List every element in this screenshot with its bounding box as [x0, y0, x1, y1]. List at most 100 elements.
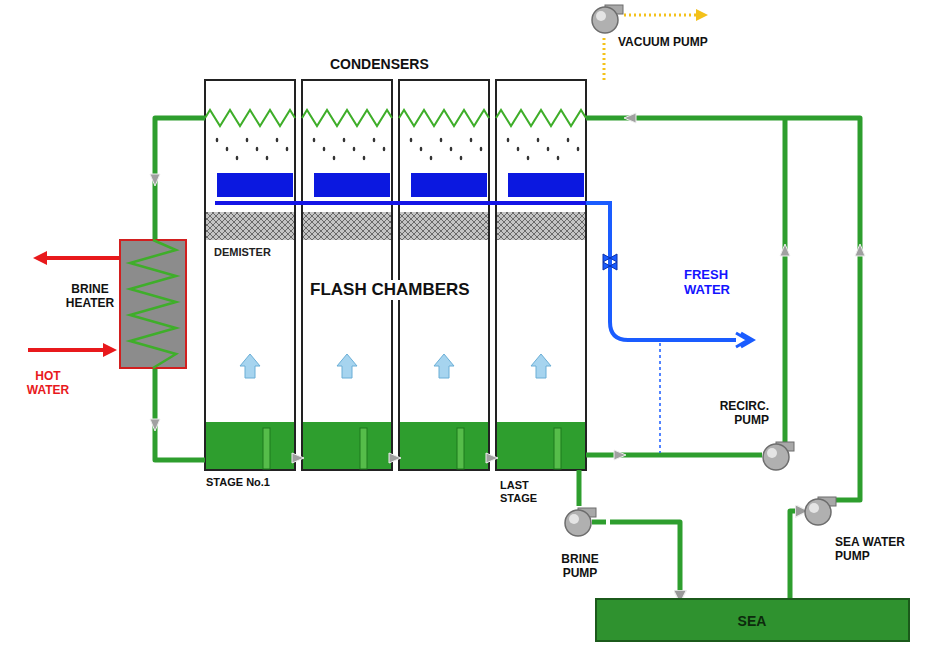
node-label: RECIRC. PUMP [695, 400, 769, 428]
condensate-drop [216, 138, 219, 142]
pump-highlight [596, 11, 606, 21]
pipe-connector [610, 522, 680, 598]
demister-pad [497, 212, 585, 240]
distillate-trough [314, 173, 390, 197]
vacuum-duct [603, 38, 606, 80]
distillate-trough [508, 173, 584, 197]
condensate-drop [323, 147, 326, 151]
pump-unit: SEA WATER PUMP [803, 495, 915, 573]
blowdown-pipe [577, 470, 582, 506]
pump-unit: BRINE PUMP [553, 505, 610, 593]
column-shell [302, 80, 392, 470]
pump-casing [805, 499, 831, 525]
stage-column [496, 80, 586, 470]
hot-water-in [28, 348, 110, 352]
pump-unit: RECIRC. PUMP [695, 398, 800, 474]
condensate-drop [460, 156, 463, 160]
vacuum-exhaust [624, 14, 702, 17]
brine-heater: BRINE HEATER [64, 238, 190, 372]
flow-arrows [150, 113, 865, 463]
condensate-drop [420, 147, 423, 151]
condensate-drop [507, 138, 510, 142]
part-label: DEMISTER [214, 246, 271, 259]
fresh-water-line [215, 203, 753, 453]
part-label: CONDENSERS [330, 56, 429, 72]
flow-arrow [780, 244, 790, 256]
condensate-drop [236, 156, 239, 160]
flow-arrow [614, 450, 626, 460]
sampling-line [659, 343, 661, 453]
condensate-drop [276, 138, 279, 142]
condenser-tube [302, 110, 392, 126]
recirc-pipe [586, 453, 762, 458]
distillate-trough [411, 173, 487, 197]
distillate-trough [217, 173, 293, 197]
pipe-connector [790, 511, 803, 598]
heater-body [120, 240, 186, 368]
flow-arrow [292, 453, 304, 463]
node-label: SEA WATER PUMP [835, 536, 913, 564]
condensate-drop [527, 156, 530, 160]
weir [360, 428, 367, 469]
condensate-drop [470, 138, 473, 142]
outflow-arrow [736, 333, 753, 347]
demister-pad [400, 212, 488, 240]
pump-unit: VACUUM PUMP [590, 3, 705, 53]
brine-pool [400, 422, 488, 469]
condensate-drop [567, 138, 570, 142]
node-label: BRINE HEATER [64, 283, 116, 311]
hot-water-out [40, 256, 119, 260]
brine-pipes [155, 118, 860, 522]
part-label: STAGE No.1 [206, 476, 270, 489]
brine-pool [206, 422, 294, 469]
pump-casing [592, 7, 618, 33]
column-shell [205, 80, 295, 470]
flow-arrow [486, 453, 498, 463]
flow-arrow [150, 419, 160, 431]
weir [554, 428, 561, 469]
heated-brine-pipe [155, 368, 205, 460]
flow-arrow [150, 174, 160, 186]
pump-symbol [563, 506, 597, 538]
recirc-riser [783, 118, 788, 442]
heater-coil [130, 240, 176, 368]
column-shell [399, 80, 489, 470]
condensate-drop [517, 147, 520, 151]
pump-symbol [590, 3, 624, 35]
condensate-drop [430, 156, 433, 160]
condensate-drop [557, 156, 560, 160]
stream-label: FRESH WATER [684, 268, 750, 298]
stage-column [399, 80, 489, 470]
brine-pool [303, 422, 391, 469]
condensate-drop [450, 147, 453, 151]
pump-casing [565, 510, 591, 536]
node-label: SEA [597, 613, 907, 629]
condensate-drop [343, 138, 346, 142]
condensate-drop [363, 156, 366, 160]
vacuum-line [604, 15, 702, 80]
condensate-drop [547, 147, 550, 151]
pump-symbol [803, 495, 837, 527]
condensate-drop [353, 147, 356, 151]
column-shell [496, 80, 586, 470]
condensate-drop [286, 147, 289, 151]
hot-water-lines [28, 258, 119, 350]
pump-highlight [809, 503, 819, 513]
condensate-drop [373, 138, 376, 142]
condenser-tube [496, 110, 586, 126]
condensate-drop [410, 138, 413, 142]
pump-symbol [761, 440, 795, 472]
weir [263, 428, 270, 469]
distillate-channel [215, 201, 586, 205]
condensate-drop [537, 138, 540, 142]
feed-pipe [155, 118, 205, 240]
vapour-arrow [337, 354, 357, 378]
flow-arrow [389, 453, 401, 463]
node-label: VACUUM PUMP [618, 36, 702, 50]
condensate-drop [577, 147, 580, 151]
condensate-drop [313, 138, 316, 142]
condensate-drop [256, 147, 259, 151]
stage-columns [205, 80, 586, 470]
demister-pad [303, 212, 391, 240]
